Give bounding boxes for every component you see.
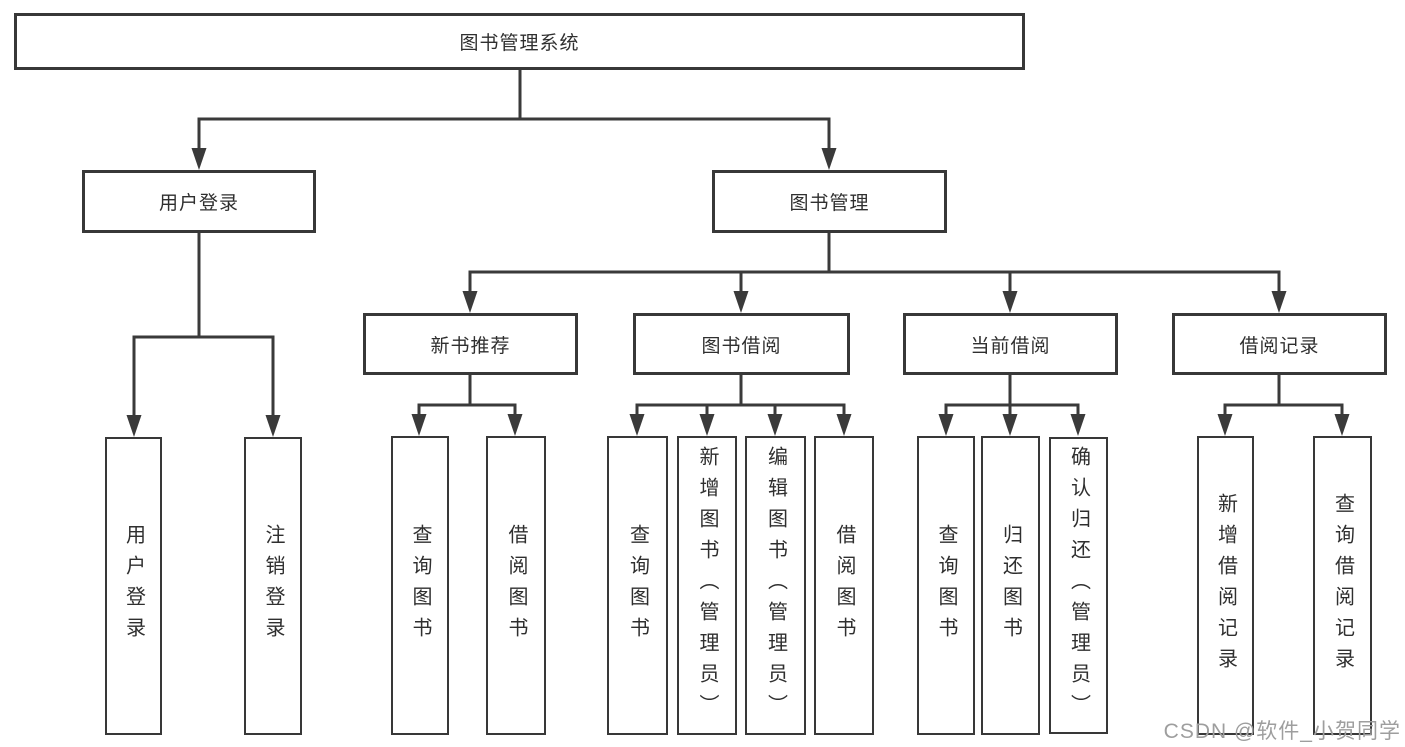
arrowhead-icon bbox=[265, 415, 281, 437]
leaf-borrow-book: 借阅图书 bbox=[814, 436, 874, 735]
arrowhead-icon bbox=[733, 291, 749, 313]
node-borrow-record: 借阅记录 bbox=[1172, 313, 1387, 375]
arrowhead-icon bbox=[1271, 291, 1287, 313]
arrowhead-icon bbox=[126, 415, 142, 437]
leaf-query-book-current: 查询图书 bbox=[917, 436, 975, 735]
leaf-confirm-return-admin: 确认归还（管理员） bbox=[1049, 437, 1108, 734]
arrowhead-icon bbox=[1002, 414, 1018, 436]
node-book-management-system: 图书管理系统 bbox=[14, 13, 1025, 70]
arrowhead-icon bbox=[629, 414, 645, 436]
leaf-query-borrow-record: 查询借阅记录 bbox=[1313, 436, 1372, 735]
leaf-logout: 注销登录 bbox=[244, 437, 302, 735]
arrowhead-icon bbox=[1334, 414, 1350, 436]
leaf-return-book: 归还图书 bbox=[981, 436, 1040, 735]
arrowhead-icon bbox=[191, 148, 207, 170]
csdn-watermark: CSDN @软件_小贺同学 bbox=[1163, 720, 1401, 743]
arrowhead-icon bbox=[462, 291, 478, 313]
arrowhead-icon bbox=[1217, 414, 1233, 436]
arrowhead-icon bbox=[836, 414, 852, 436]
node-new-book-recommend: 新书推荐 bbox=[363, 313, 578, 375]
arrowhead-icon bbox=[938, 414, 954, 436]
node-book-borrow: 图书借阅 bbox=[633, 313, 850, 375]
node-book-management: 图书管理 bbox=[712, 170, 947, 233]
arrowhead-icon bbox=[1070, 414, 1086, 436]
arrowhead-icon bbox=[1002, 291, 1018, 313]
leaf-query-book-borrow: 查询图书 bbox=[607, 436, 668, 735]
leaf-add-book-admin: 新增图书（管理员） bbox=[677, 436, 737, 735]
leaf-edit-book-admin: 编辑图书（管理员） bbox=[745, 436, 806, 735]
leaf-query-book-recommend: 查询图书 bbox=[391, 436, 449, 735]
arrowhead-icon bbox=[507, 414, 523, 436]
leaf-borrow-book-recommend: 借阅图书 bbox=[486, 436, 546, 735]
leaf-user-login: 用户登录 bbox=[105, 437, 162, 735]
arrowhead-icon bbox=[411, 414, 427, 436]
arrowhead-icon bbox=[821, 148, 837, 170]
leaf-add-borrow-record: 新增借阅记录 bbox=[1197, 436, 1254, 735]
arrowhead-icon bbox=[767, 414, 783, 436]
node-user-login: 用户登录 bbox=[82, 170, 316, 233]
arrowhead-icon bbox=[699, 414, 715, 436]
node-current-borrow: 当前借阅 bbox=[903, 313, 1118, 375]
